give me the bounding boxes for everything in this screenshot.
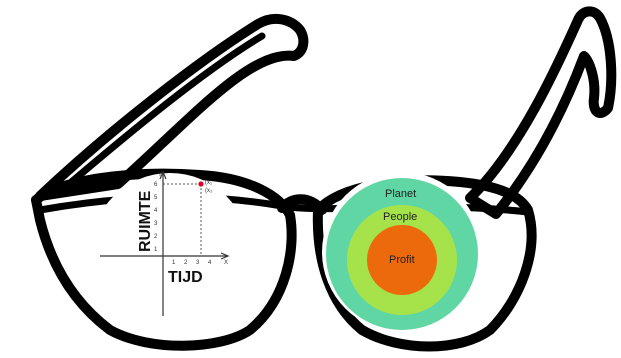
y-axis-letter: Y [158,172,162,178]
left-lens: Y X 6 5 4 3 2 1 1 2 3 4 (x₁ (x₂ RUIMTE T… [90,172,250,333]
profit-label: Profit [389,254,415,266]
planet-label: Planet [385,188,416,200]
right-lens: Planet People Profit [322,172,482,332]
point-label-bottom: (x₂ [205,188,213,194]
people-label: People [383,211,417,223]
x-axis-letter: X [224,260,228,266]
plot-point [198,181,203,186]
x-axis-title: TIJD [168,269,203,286]
left-lens-glass [90,173,250,333]
point-label-top: (x₁ [205,180,212,186]
left-temple-inner [62,36,262,190]
y-axis-title: RUIMTE [137,190,154,252]
